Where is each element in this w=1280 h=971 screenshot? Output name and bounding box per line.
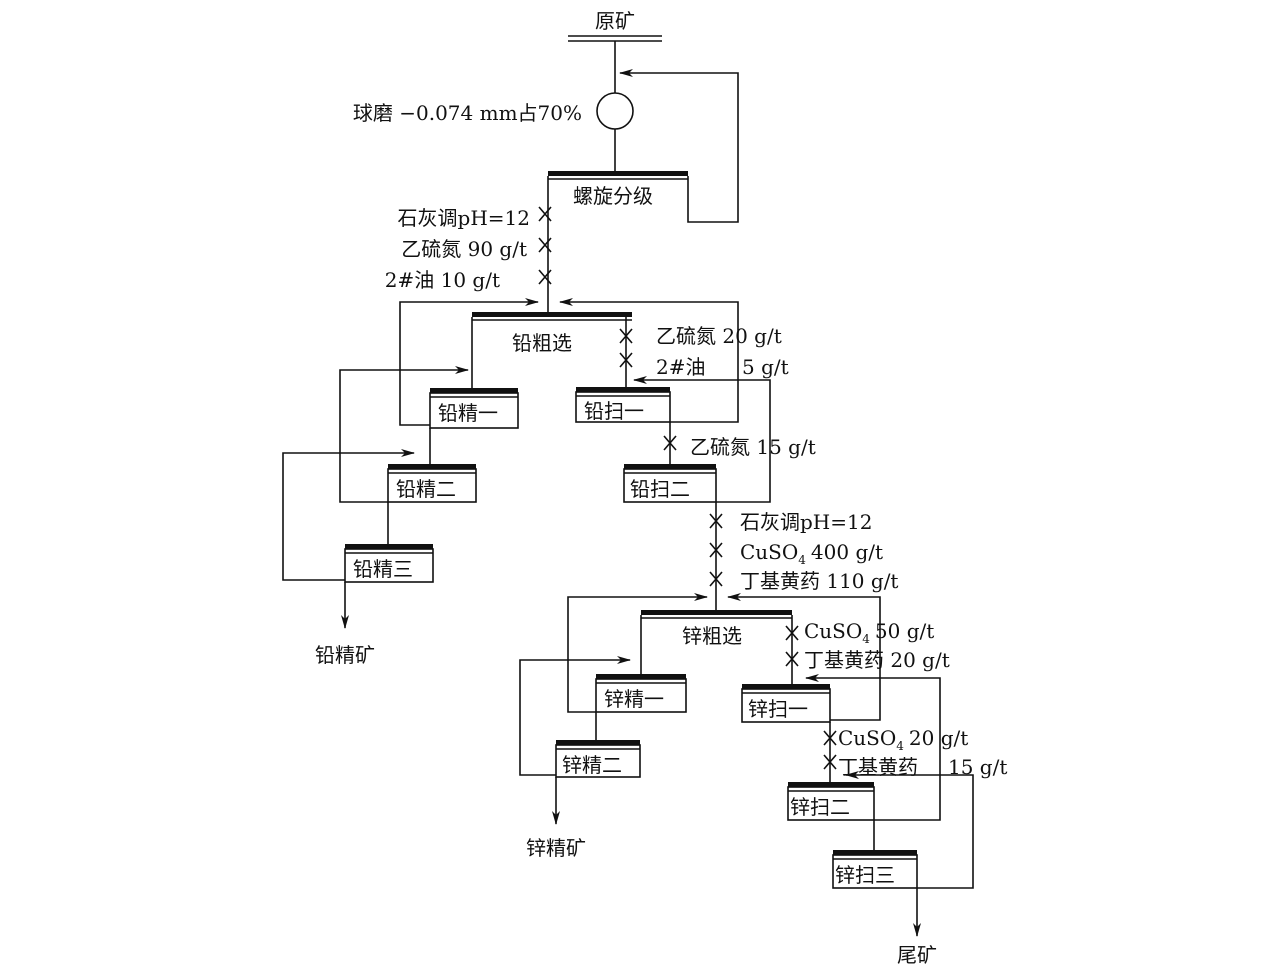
zinc-rougher-bar: [641, 610, 792, 615]
lead-scavenger-2-label: 铅扫二: [630, 477, 690, 501]
lead-scavenger-2: 铅扫二: [623, 464, 717, 503]
zinc-rougher-reagent-1: 石灰调pH=12: [740, 510, 872, 534]
lead-rougher-label: 铅粗选: [512, 331, 572, 355]
lead-cleaner-3: 铅精三: [344, 544, 434, 583]
lead-rougher-bar: [472, 312, 632, 317]
reagent-crosses: [538, 206, 552, 285]
lead-cleaner-2: 铅精二: [387, 464, 477, 503]
lead-concentrate-label: 铅精矿: [315, 643, 375, 667]
zinc-concentrate-label: 锌精矿: [526, 836, 586, 860]
reagent-crosses: [619, 328, 633, 368]
zinc-scav3-conc-return: [845, 771, 974, 889]
classifier-return-line: [619, 69, 739, 223]
zinc-scav2-conc-return: [805, 674, 941, 821]
lead-rougher-reagent-1: 石灰调pH=12: [398, 206, 530, 230]
zinc-cleaner-2-label: 锌精二: [562, 753, 622, 777]
zinc-scavenger-3: 锌扫三: [832, 850, 918, 889]
lead-cleaner1-tail-return: [399, 298, 539, 426]
lead-cleaner2-tail-return: [339, 366, 469, 503]
lead-scav2-reagent: 乙硫氮 15 g/t: [690, 435, 816, 459]
lead-scav-reagent-3: 5 g/t: [742, 355, 789, 379]
zinc-cleaner-1-label: 锌精一: [604, 687, 664, 711]
zinc-scav1-reagent-1b: 50 g/t: [875, 619, 934, 643]
lead-cleaner-3-label: 铅精三: [353, 557, 413, 581]
subscript: 4: [896, 739, 904, 753]
zinc-rougher-reagent-3: 丁基黄药 110 g/t: [740, 569, 898, 593]
zinc-scavenger-2-label: 锌扫二: [790, 795, 850, 819]
zinc-rougher-reagent-2b: 400 g/t: [811, 540, 883, 564]
zinc-rougher-label: 锌粗选: [682, 624, 742, 648]
lead-cleaner-1-label: 铅精一: [438, 401, 498, 425]
reagent-cross: [663, 435, 677, 451]
reagent-crosses: [823, 730, 837, 770]
zinc-scav1-reagent-2: 丁基黄药 20 g/t: [804, 648, 950, 672]
ball-mill-icon: [596, 92, 634, 130]
classifier-bar: [548, 171, 688, 176]
zinc-cleaner1-tail-return: [567, 593, 708, 713]
lead-scav2-conc-return: [633, 376, 771, 503]
lead-scav-reagent-1: 乙硫氮 20 g/t: [656, 324, 782, 348]
tailings-label: 尾矿: [897, 943, 937, 967]
zinc-scav2-reagent-1a: CuSO: [838, 726, 896, 750]
lead-cleaner-2-label: 铅精二: [396, 477, 456, 501]
lead-cleaner-1: 铅精一: [429, 388, 519, 429]
lead-rougher-reagent-2: 乙硫氮 90 g/t: [401, 237, 527, 261]
zinc-scav1-conc-return: [727, 593, 881, 721]
zinc-rougher-reagent-2a: CuSO: [740, 540, 798, 564]
lead-scav1-conc-return: [559, 298, 739, 423]
subscript: 4: [798, 553, 806, 567]
reagent-crosses: [709, 513, 723, 587]
zinc-scav1-reagent-1a: CuSO: [804, 619, 862, 643]
lead-scavenger-1-label: 铅扫一: [584, 399, 644, 423]
zinc-cleaner-1: 锌精一: [595, 674, 687, 713]
zinc-scavenger-1: 锌扫一: [741, 684, 831, 723]
lead-rougher-reagent-3: 2#油 10 g/t: [385, 268, 500, 292]
zinc-scavenger-2: 锌扫二: [787, 782, 875, 821]
subscript: 4: [862, 632, 870, 646]
zinc-cleaner-2: 锌精二: [555, 740, 641, 778]
grinding-label: 球磨 −0.074 mm占70%: [353, 101, 582, 125]
classifier-label: 螺旋分级: [573, 184, 653, 208]
zinc-scavenger-3-label: 锌扫三: [835, 863, 895, 887]
lead-scavenger-1: 铅扫一: [575, 387, 671, 423]
lead-scav-reagent-2: 2#油: [656, 355, 705, 379]
reagent-crosses: [785, 625, 799, 667]
feed-label: 原矿: [595, 9, 635, 33]
zinc-scavenger-1-label: 锌扫一: [748, 697, 808, 721]
lead-cleaner3-tail-return: [282, 449, 415, 581]
zinc-scav2-reagent-1b: 20 g/t: [909, 726, 968, 750]
zinc-cleaner2-tail-return: [519, 656, 631, 776]
